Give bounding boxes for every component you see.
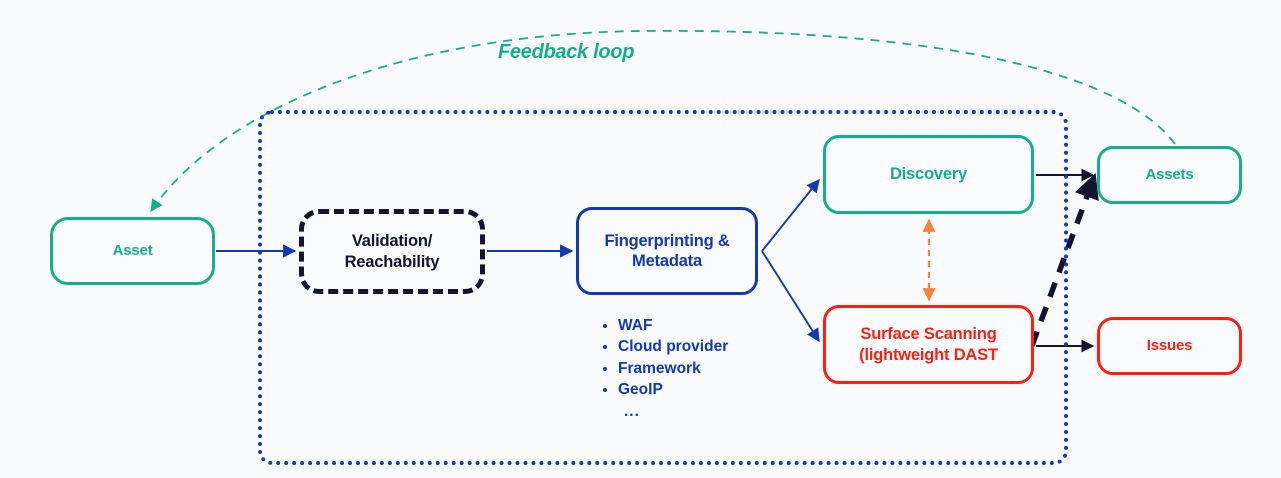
node-asset[interactable]: Asset <box>50 217 215 285</box>
pipeline-group-container <box>258 110 1068 465</box>
node-discovery[interactable]: Discovery <box>823 135 1034 214</box>
node-surface-scanning[interactable]: Surface Scanning (lightweight DAST <box>823 305 1034 384</box>
feedback-loop-label: Feedback loop <box>498 41 635 63</box>
node-validation-reachability-label: Validation/ Reachability <box>344 232 440 271</box>
list-item: WAF <box>618 315 750 336</box>
node-fingerprinting-metadata[interactable]: Fingerprinting & Metadata <box>576 207 758 295</box>
metadata-bullet-list: WAF Cloud provider Framework GeoIP <box>600 315 750 401</box>
metadata-ellipsis: ... <box>624 402 640 420</box>
node-asset-label: Asset <box>112 241 153 259</box>
node-issues[interactable]: Issues <box>1097 317 1242 375</box>
node-issues-label: Issues <box>1146 336 1193 354</box>
node-fingerprinting-metadata-label: Fingerprinting & Metadata <box>604 231 730 270</box>
metadata-attributes-list: WAF Cloud provider Framework GeoIP ... <box>600 315 750 422</box>
node-validation-reachability[interactable]: Validation/ Reachability <box>299 209 485 294</box>
node-assets-label: Assets <box>1145 165 1194 183</box>
list-item: Framework <box>618 358 750 379</box>
node-assets[interactable]: Assets <box>1097 146 1242 204</box>
node-surface-scanning-label: Surface Scanning (lightweight DAST <box>859 325 998 364</box>
node-discovery-label: Discovery <box>889 165 968 184</box>
list-item: GeoIP <box>618 379 750 400</box>
list-item: Cloud provider <box>618 336 750 357</box>
